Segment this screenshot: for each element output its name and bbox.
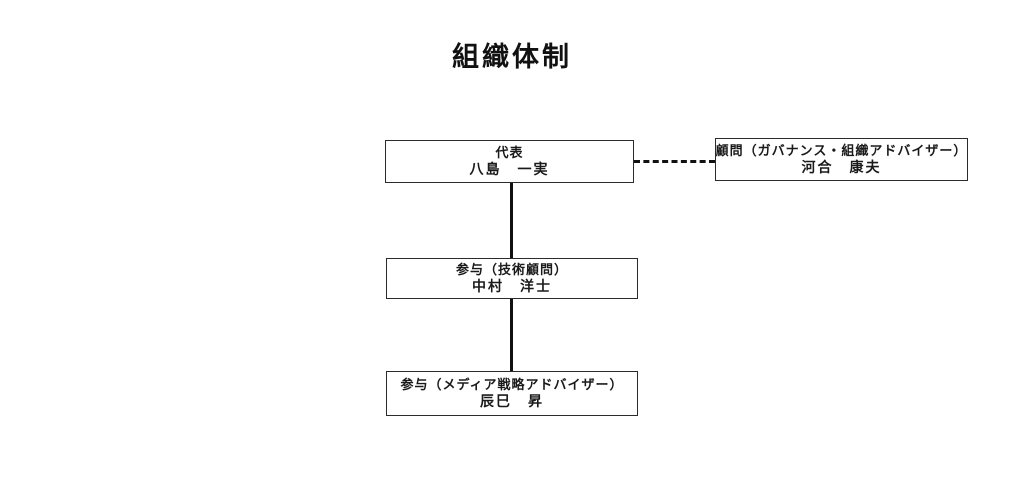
node-name: 河合 康夫 [801, 160, 882, 176]
node-role: 参与（メディア戦略アドバイザー） [400, 376, 624, 392]
node-role: 顧問（ガバナンス・組織アドバイザー） [715, 142, 968, 158]
connector-representative-counselor-tech-line [510, 183, 513, 258]
node-name: 中村 洋士 [472, 279, 552, 295]
node-role: 代表 [495, 144, 524, 160]
node-counselor-media: 参与（メディア戦略アドバイザー） 辰巳 昇 [386, 371, 638, 416]
connector-counselor-tech-counselor-media-line [510, 299, 513, 371]
node-name: 辰巳 昇 [480, 394, 544, 410]
page-title: 組織体制 [452, 42, 572, 72]
node-counselor-tech: 参与（技術顧問） 中村 洋士 [386, 258, 638, 299]
node-representative: 代表 八島 一実 [385, 140, 634, 183]
node-advisor: 顧問（ガバナンス・組織アドバイザー） 河合 康夫 [715, 138, 968, 181]
node-role: 参与（技術顧問） [455, 261, 568, 277]
connector-representative-advisor-dashed-line [634, 160, 715, 163]
node-name: 八島 一実 [469, 162, 550, 178]
